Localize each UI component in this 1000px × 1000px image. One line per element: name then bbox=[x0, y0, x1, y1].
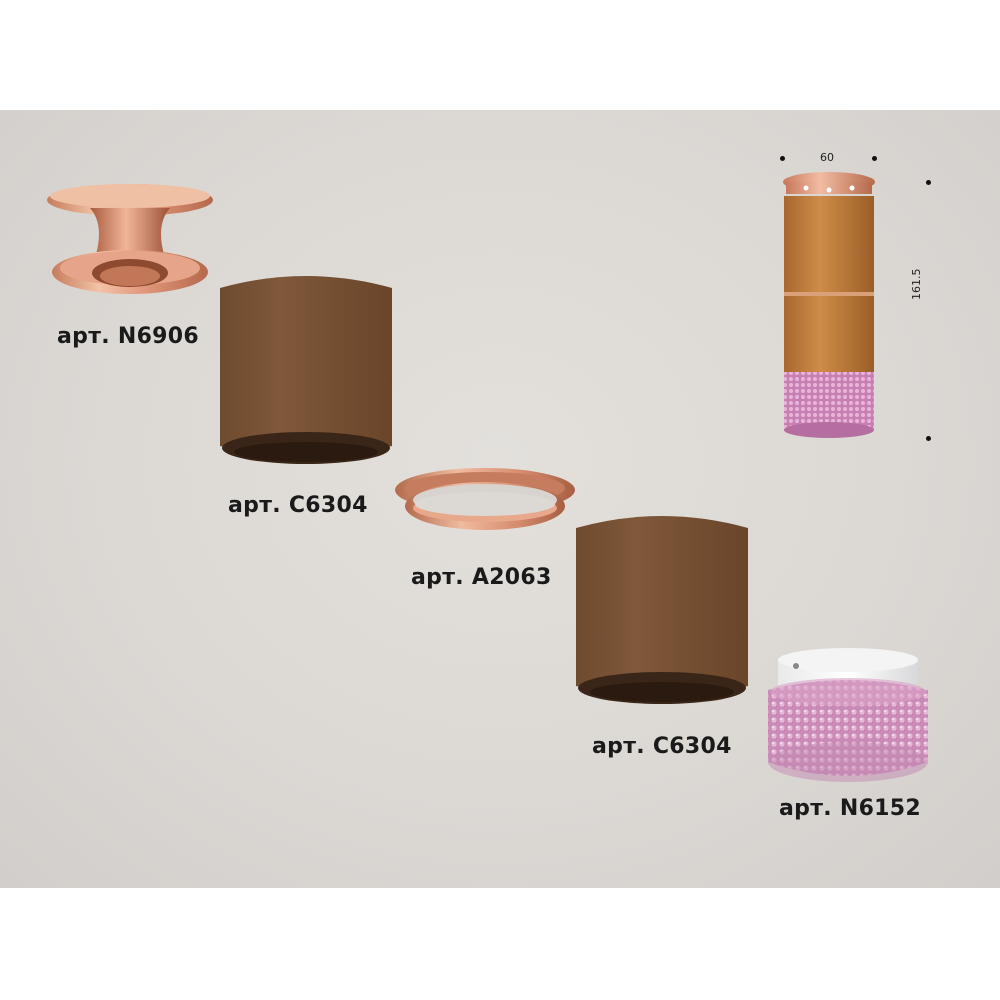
ring-a2063-image bbox=[392, 464, 578, 544]
height-dimension-label: 161.5 bbox=[910, 268, 923, 301]
label-c6304-second: арт. C6304 bbox=[592, 734, 732, 759]
dimension-marker bbox=[872, 156, 877, 161]
dimension-marker bbox=[780, 156, 785, 161]
dimension-marker bbox=[926, 436, 931, 441]
shade-n6152-image bbox=[762, 644, 934, 794]
width-dimension-label: 60 bbox=[820, 151, 834, 164]
label-a2063: арт. A2063 bbox=[411, 565, 552, 590]
assembled-fixture-icon bbox=[783, 172, 875, 438]
rose-gold-ring-icon bbox=[395, 468, 575, 530]
cylinder-c6304-image-second bbox=[574, 508, 750, 708]
cylinder-c6304-image bbox=[218, 268, 394, 468]
rose-gold-mount-icon bbox=[47, 184, 213, 294]
bronze-cylinder-icon bbox=[576, 516, 748, 704]
label-n6152: арт. N6152 bbox=[779, 796, 922, 821]
assembled-fixture-image bbox=[776, 172, 882, 438]
pink-crystal-shade-icon bbox=[768, 648, 928, 782]
product-scene: арт. N6906 арт. C6304 bbox=[0, 110, 1000, 888]
label-c6304-first: арт. C6304 bbox=[228, 493, 368, 518]
dimension-marker bbox=[926, 180, 931, 185]
mount-n6906-image bbox=[40, 180, 220, 300]
bronze-cylinder-icon bbox=[220, 276, 392, 464]
label-n6906: арт. N6906 bbox=[57, 324, 200, 349]
